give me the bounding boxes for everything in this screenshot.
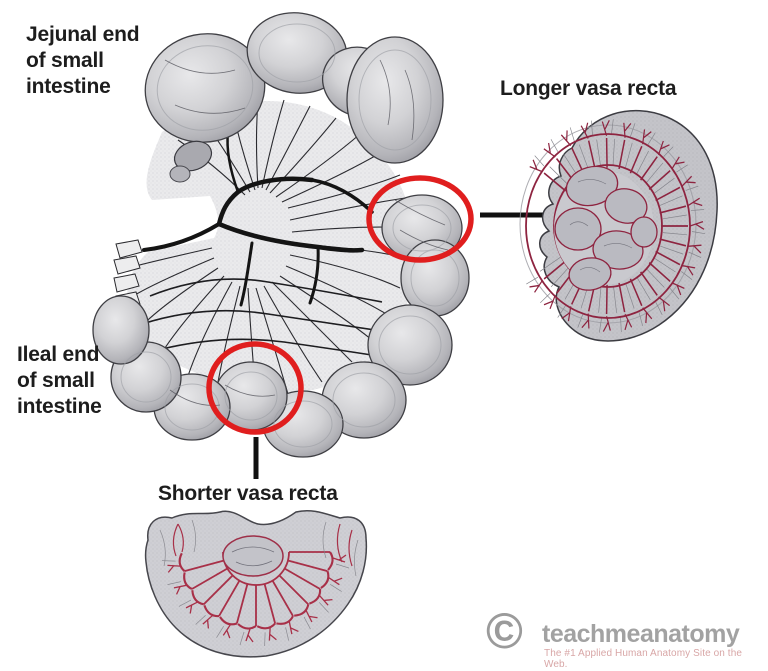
jejunum-cross-section bbox=[519, 109, 718, 342]
label-shorter-vasa-recta: Shorter vasa recta bbox=[158, 482, 338, 505]
ileum-cross-section bbox=[144, 509, 368, 658]
watermark: © teachmeanatomy The #1 Applied Human An… bbox=[478, 603, 768, 670]
brand-tagline: The #1 Applied Human Anatomy Site on the… bbox=[544, 648, 743, 670]
jejunal-highlight-circle bbox=[366, 175, 474, 263]
brand-name: teachmeanatomy bbox=[542, 620, 740, 648]
main-intestine-illustration bbox=[92, 12, 470, 458]
ileal-highlight-circle bbox=[206, 341, 304, 435]
label-ileal-end: Ileal end of small intestine bbox=[17, 343, 102, 419]
label-longer-vasa-recta: Longer vasa recta bbox=[500, 77, 677, 100]
label-jejunal-end: Jejunal end of small intestine bbox=[26, 23, 140, 99]
copyright-icon: © bbox=[486, 603, 523, 659]
